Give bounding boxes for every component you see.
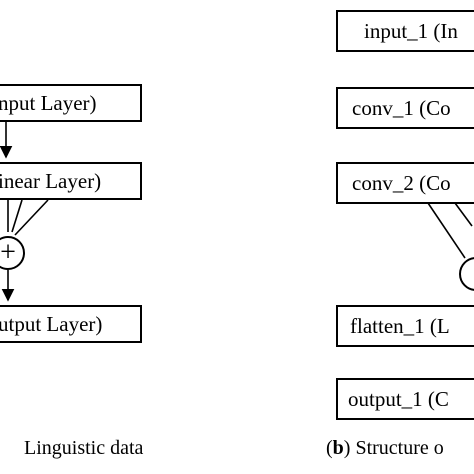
sum-operator-symbol: + <box>0 237 16 268</box>
right-caption: (b) Structure o <box>326 437 444 459</box>
line-conv2-branch-b <box>454 202 473 227</box>
input-1-box: input_1 (In <box>336 10 474 52</box>
left-caption: Linguistic data <box>24 437 144 459</box>
linear-layer-box: inear Layer) <box>0 162 142 200</box>
conv-2-label: conv_2 (Co <box>352 170 451 195</box>
line-conv2-branch-a <box>427 202 466 259</box>
input-layer-label: nput Layer) <box>0 90 97 115</box>
sum-operator-circle <box>0 236 25 270</box>
linear-layer-label: inear Layer) <box>0 168 102 193</box>
output-layer-box: utput Layer) <box>0 305 142 343</box>
flatten-1-box: flatten_1 (L <box>336 305 474 347</box>
conv-1-label: conv_1 (Co <box>352 95 451 120</box>
input-1-label: input_1 (In <box>364 18 458 43</box>
conv-2-box: conv_2 (Co <box>336 162 474 204</box>
right-operator-circle <box>459 257 474 291</box>
line-linear-to-sum-c <box>14 199 49 236</box>
output-layer-label: utput Layer) <box>0 311 103 336</box>
input-layer-box: nput Layer) <box>0 84 142 122</box>
output-1-label: output_1 (C <box>348 386 449 411</box>
output-1-box: output_1 (C <box>336 378 474 420</box>
right-caption-letter: b <box>332 437 344 459</box>
right-caption-text: Structure o <box>350 437 444 459</box>
line-linear-to-sum-b <box>11 199 23 233</box>
flatten-1-label: flatten_1 (L <box>350 313 450 338</box>
conv-1-box: conv_1 (Co <box>336 87 474 129</box>
